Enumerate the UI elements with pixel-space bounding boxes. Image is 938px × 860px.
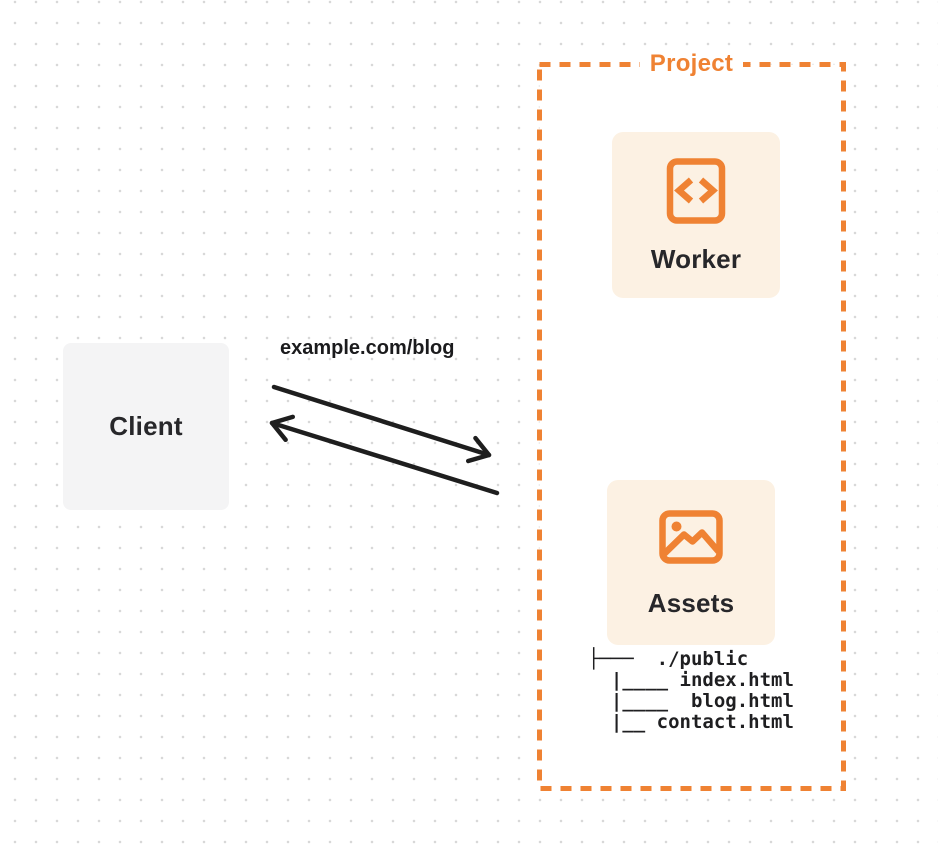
tree-line-public: ├─── ./public: [588, 648, 749, 670]
request-response-arrows: [269, 384, 500, 496]
assets-node: Assets: [607, 480, 775, 645]
request-arrow: [271, 384, 492, 464]
project-label: Project: [639, 49, 744, 79]
worker-label: Worker: [650, 244, 742, 274]
project-label-container: Project: [537, 49, 846, 79]
tree-line-blog: |____ blog.html: [588, 690, 794, 712]
response-arrow: [269, 414, 500, 496]
code-file-icon: [666, 158, 726, 224]
client-label: Client: [109, 411, 183, 441]
assets-file-tree: ├─── ./public |____ index.html |____ blo…: [588, 649, 794, 733]
tree-line-contact: |__ contact.html: [588, 711, 794, 733]
assets-label: Assets: [647, 588, 735, 618]
request-url-label: example.com/blog: [280, 337, 455, 359]
worker-node: Worker: [612, 132, 780, 298]
tree-line-index: |____ index.html: [588, 669, 794, 691]
client-node: Client: [63, 343, 229, 510]
image-icon: [659, 510, 723, 564]
